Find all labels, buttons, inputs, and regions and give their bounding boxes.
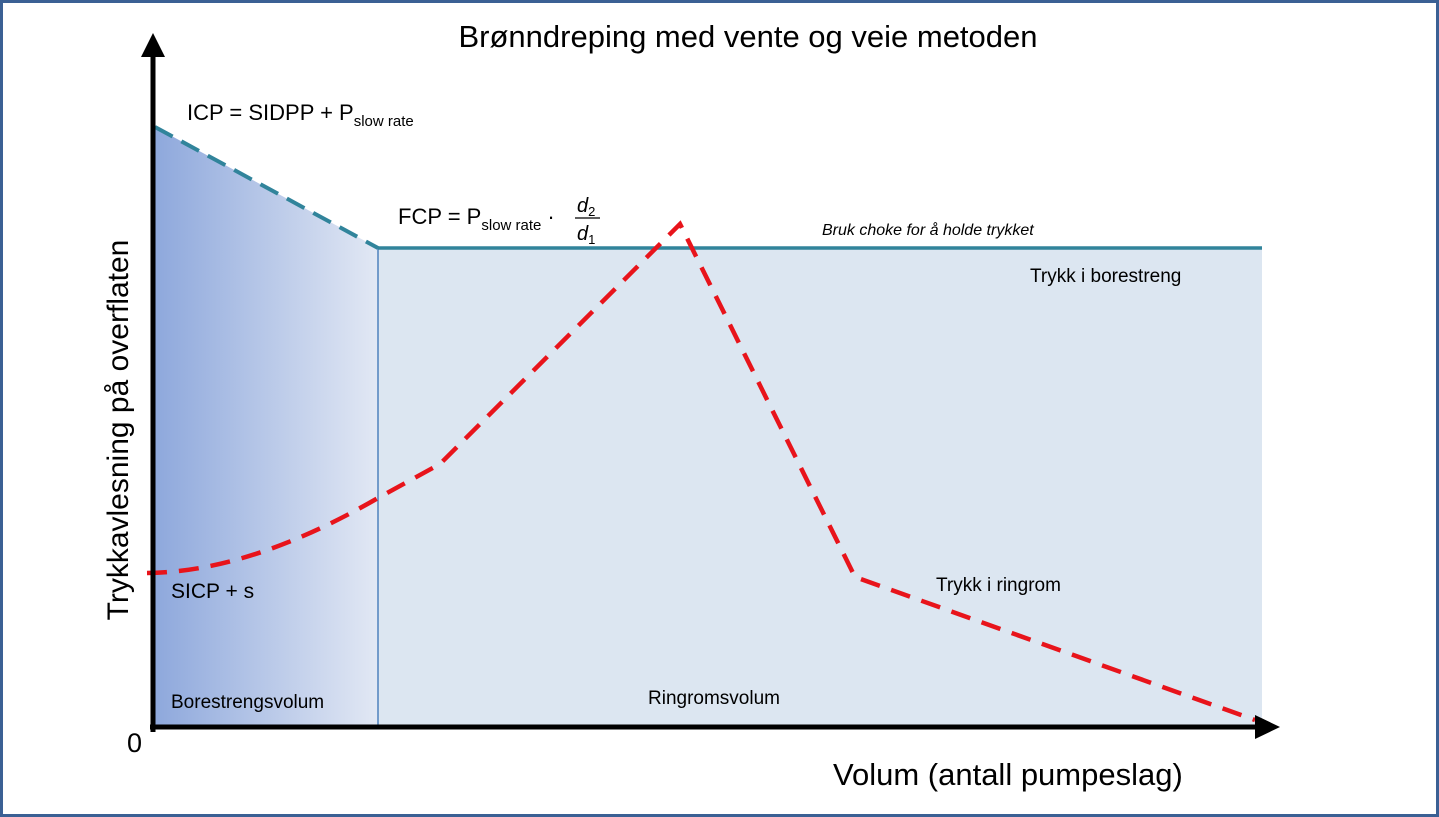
drillstring-pressure-label: Trykk i borestreng <box>1030 266 1181 287</box>
icp-label: ICP = SIDPP + Pslow rate <box>187 100 414 130</box>
drillstring-volume-region <box>155 127 378 727</box>
fcp-denominator: d1 <box>577 223 595 247</box>
x-axis-arrow-icon <box>1255 715 1280 739</box>
y-axis-arrow-icon <box>141 33 165 57</box>
choke-note: Bruk choke for å holde trykket <box>822 221 1034 239</box>
annulus-pressure-label: Trykk i ringrom <box>936 575 1061 596</box>
sicp-label: SICP + s <box>171 580 254 603</box>
x-axis-label: Volum (antall pumpeslag) <box>833 757 1183 792</box>
origin-label: 0 <box>127 728 142 758</box>
annulus-pressure-line <box>146 220 1256 723</box>
drillstring-volume-label: Borestrengsvolum <box>171 692 324 713</box>
annulus-volume-region <box>378 248 1262 727</box>
diagram-title: Brønndreping med vente og veie metoden <box>458 19 1037 54</box>
annulus-volume-label: Ringromsvolum <box>648 688 780 709</box>
y-axis-label: Trykkavlesning på overflaten <box>102 240 135 621</box>
drillstring-pressure-decline-line <box>154 125 379 250</box>
fcp-numerator: d2 <box>577 195 595 219</box>
fcp-label: FCP = Pslow rate· <box>398 204 555 234</box>
